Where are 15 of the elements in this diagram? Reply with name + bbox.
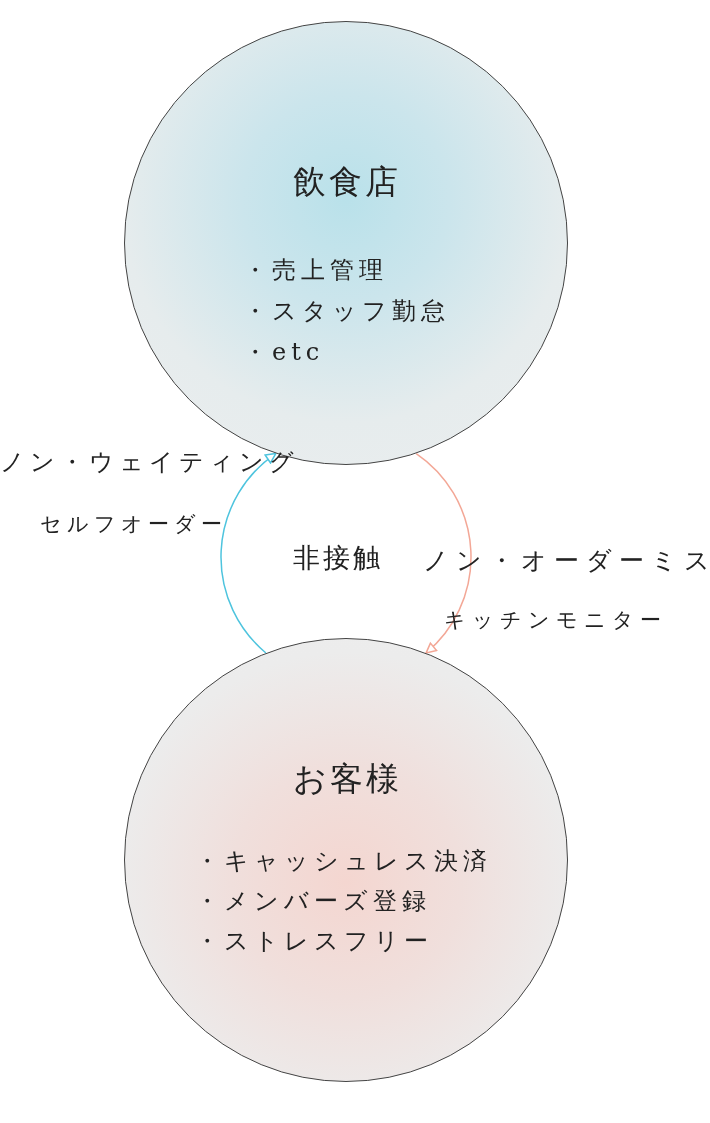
list-item: ・メンバーズ登録 — [195, 886, 431, 917]
list-item: ・キャッシュレス決済 — [195, 846, 492, 877]
label-text: ノン・ウェイティング — [0, 447, 299, 478]
list-item: ・売上管理 — [243, 255, 388, 286]
arrow — [220, 452, 277, 654]
label-text: セルフオーダー — [40, 511, 227, 538]
arrow — [415, 452, 472, 654]
list-item: ・ストレスフリー — [195, 926, 433, 957]
label-text: ノン・オーダーミス — [423, 545, 710, 577]
label-text: キッチンモニター — [444, 607, 667, 634]
label-text: 非接触 — [293, 541, 383, 575]
node-title: お客様 — [291, 758, 403, 800]
node-title: 飲食店 — [292, 161, 402, 203]
list-item: ・スタッフ勤怠 — [243, 296, 450, 327]
list-item: ・etc — [243, 337, 325, 368]
